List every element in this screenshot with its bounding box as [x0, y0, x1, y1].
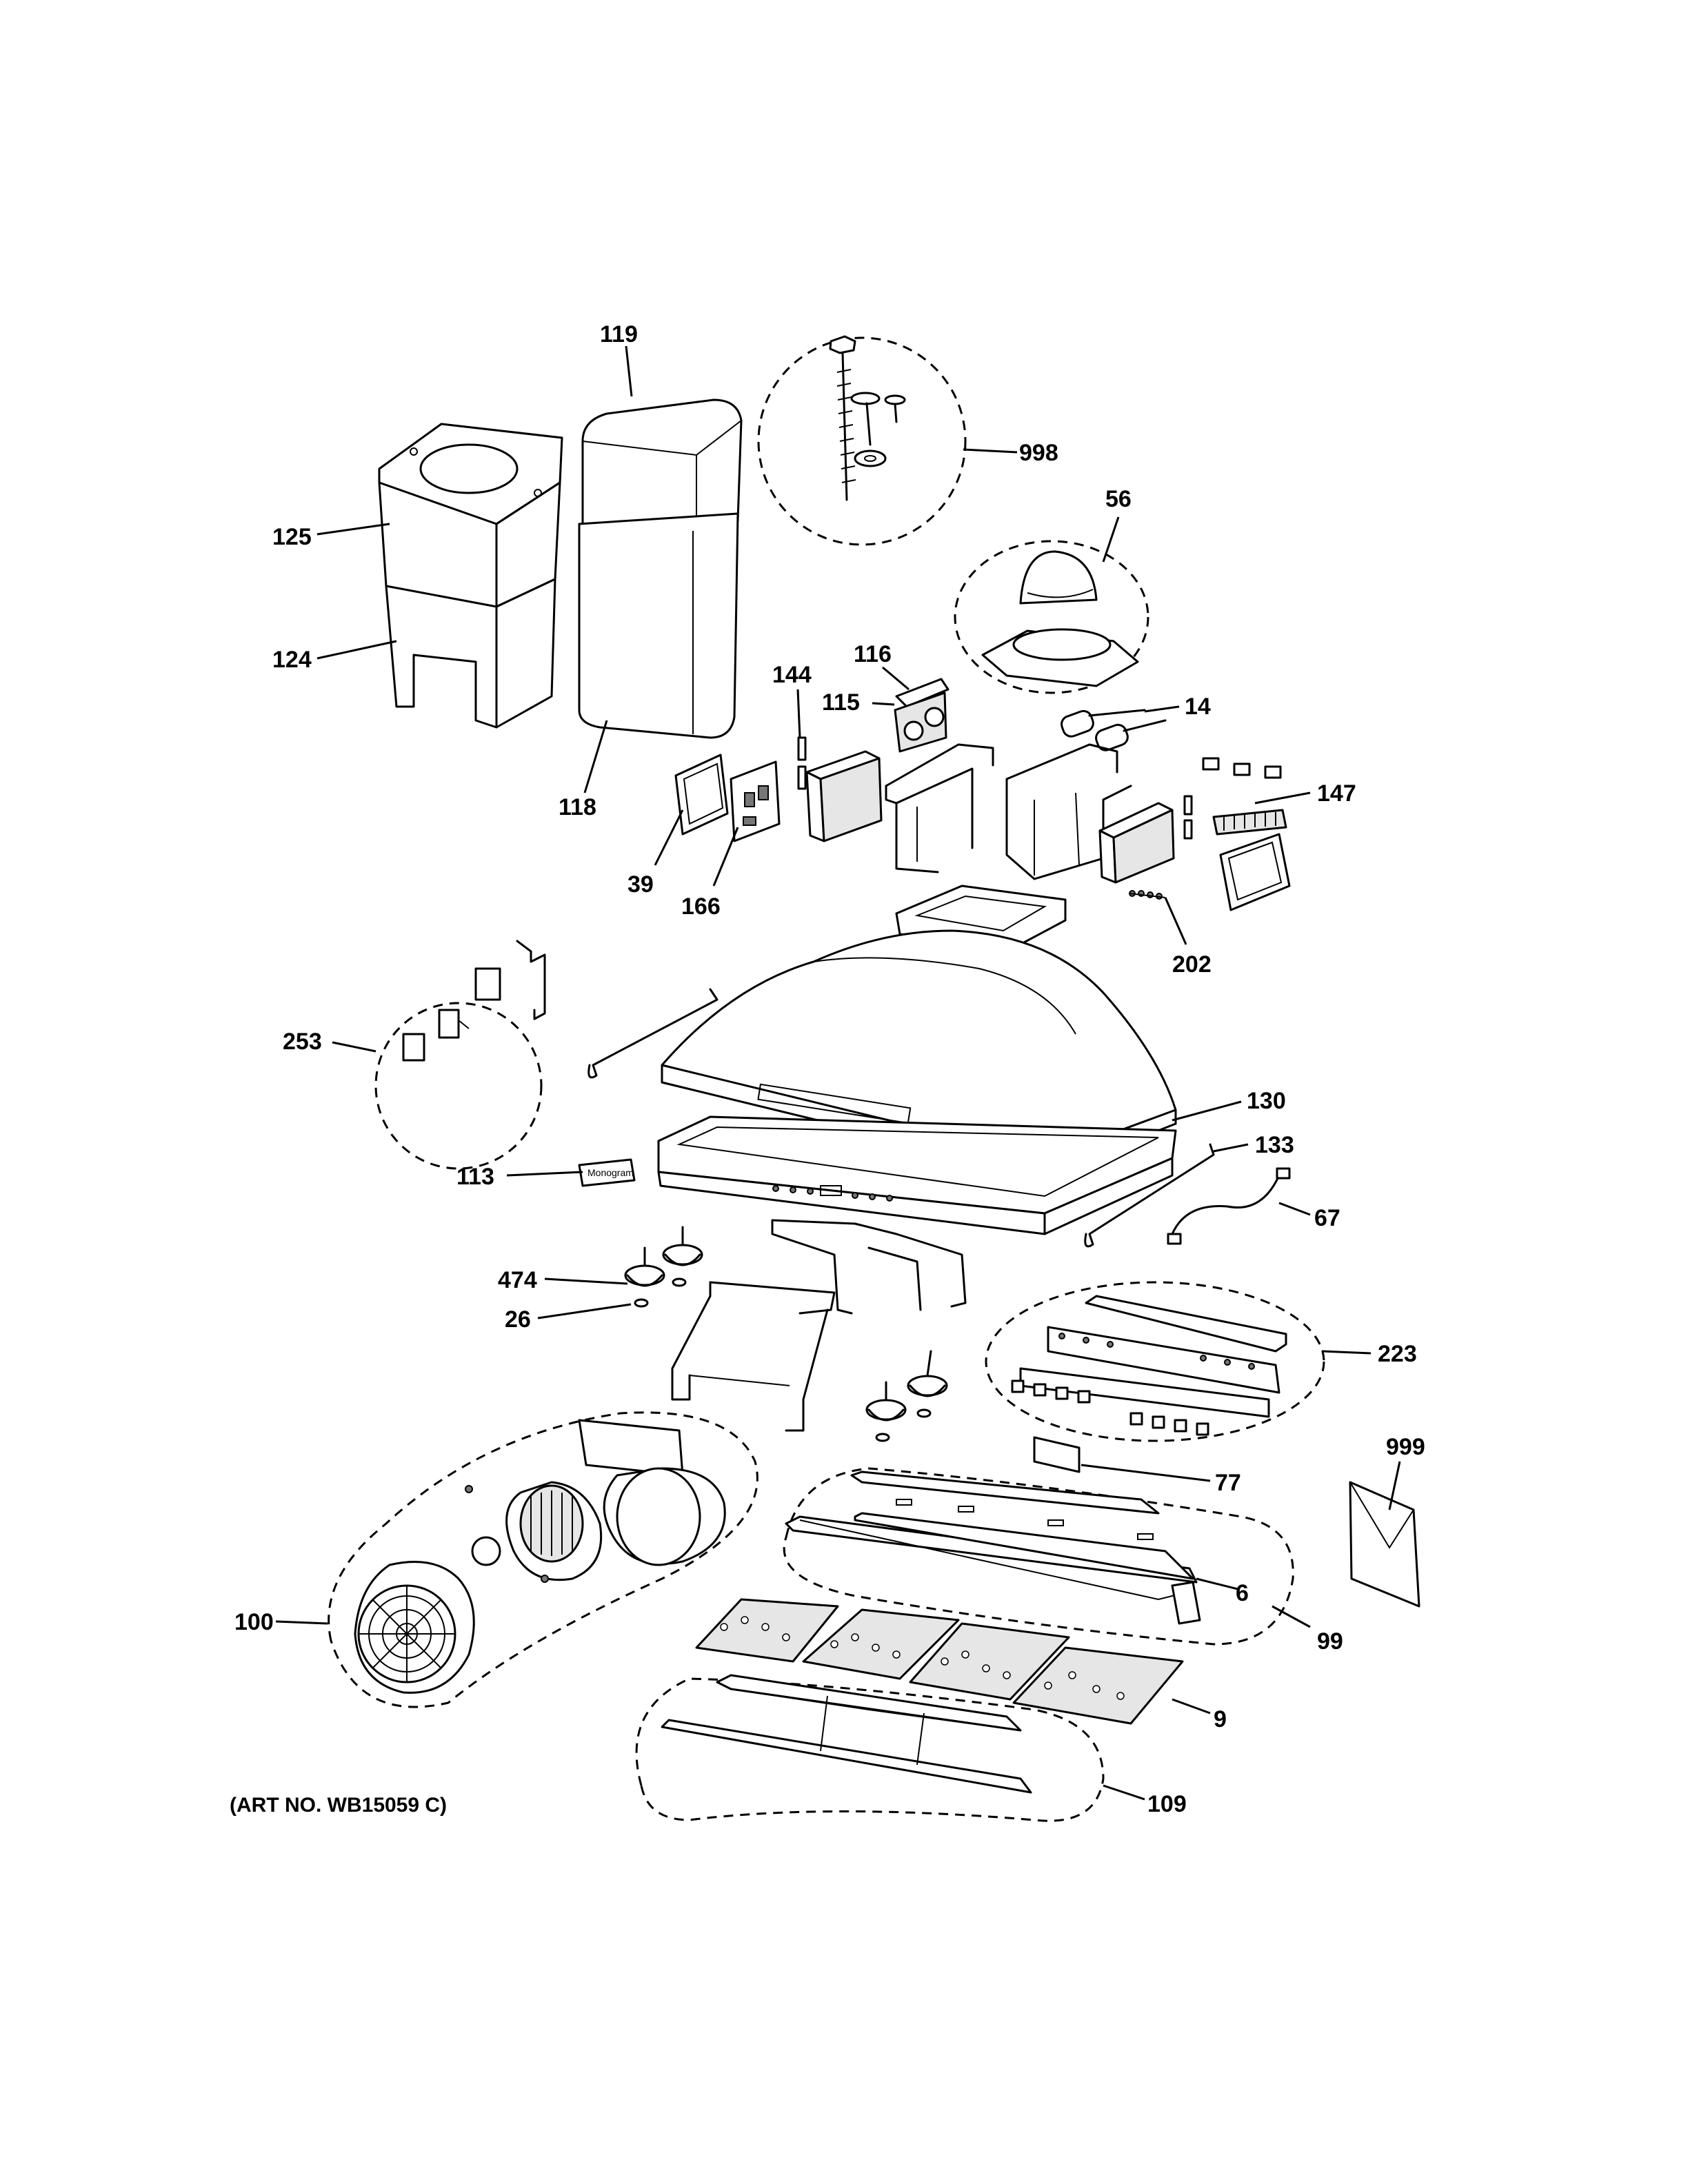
label-6: 6	[1236, 1580, 1249, 1606]
label-14: 14	[1185, 694, 1211, 720]
hardware-kit-group	[757, 335, 967, 546]
diffuser-group	[635, 1674, 1105, 1822]
label-67: 67	[1314, 1205, 1340, 1231]
label-119: 119	[600, 321, 638, 347]
switch-kit-group	[374, 940, 546, 1170]
mount-bracket-right	[1005, 743, 1132, 880]
fuse-strips	[797, 736, 807, 790]
label-116: 116	[854, 641, 892, 667]
label-56: 56	[1105, 486, 1132, 512]
blower-bracket-upper	[771, 1219, 967, 1315]
label-115: 115	[822, 689, 860, 716]
chimney-cover-upper	[581, 398, 743, 525]
monogram-badge: Monogram	[578, 1158, 636, 1187]
duct-frame-lower	[385, 578, 556, 729]
label-223: 223	[1378, 1341, 1417, 1367]
blower-bracket-lower	[671, 1281, 836, 1432]
label-474: 474	[498, 1267, 537, 1293]
filter-frame-group	[783, 1467, 1294, 1646]
label-147: 147	[1317, 780, 1356, 807]
label-118: 118	[559, 794, 596, 820]
mesh-filters	[695, 1598, 1184, 1725]
label-125: 125	[272, 524, 312, 550]
hood-rim	[657, 1115, 1177, 1235]
housing-right	[1098, 802, 1175, 884]
duct-frame-upper	[378, 423, 563, 608]
relay-plate	[1219, 833, 1291, 911]
light-bar-group	[985, 1281, 1325, 1442]
relay-clips	[1183, 757, 1282, 840]
label-133: 133	[1255, 1132, 1294, 1158]
blower-assembly-group	[328, 1411, 758, 1708]
housing-left	[805, 750, 883, 842]
label-124: 124	[272, 647, 312, 673]
lamp-socket-right	[865, 1350, 948, 1442]
control-panel-plate	[674, 754, 729, 836]
control-board	[730, 760, 781, 842]
part-labels: 119 998 56 125 124 116 115 144 14 147 11…	[234, 321, 1425, 1817]
label-26: 26	[505, 1306, 531, 1333]
terminal-box	[894, 678, 950, 753]
wire-harness	[1167, 1167, 1291, 1245]
label-99: 99	[1317, 1628, 1343, 1655]
side-rail-left	[587, 988, 719, 1079]
label-144: 144	[772, 662, 812, 688]
side-rail-right	[1084, 1143, 1215, 1248]
label-100: 100	[234, 1609, 274, 1635]
light-dome-group	[954, 540, 1149, 694]
lamp-socket-left	[624, 1226, 703, 1308]
label-166: 166	[681, 893, 721, 920]
literature-envelope	[1349, 1481, 1420, 1608]
mount-bracket-left	[885, 743, 994, 873]
art-number: (ART NO. WB15059 C)	[230, 1794, 447, 1817]
chimney-cover-lower	[578, 512, 739, 739]
label-202: 202	[1172, 951, 1212, 978]
label-130: 130	[1247, 1088, 1286, 1114]
capacitors	[1061, 709, 1167, 751]
cover-plate	[1033, 1436, 1081, 1473]
badge-text: Monogram	[587, 1167, 634, 1178]
label-77: 77	[1215, 1470, 1241, 1496]
label-9: 9	[1214, 1706, 1227, 1732]
label-39: 39	[627, 871, 654, 898]
leader-lines	[275, 345, 1401, 1801]
terminal-block	[1212, 809, 1287, 836]
wire-clips	[1129, 890, 1166, 900]
label-113: 113	[456, 1164, 494, 1190]
label-109: 109	[1147, 1791, 1187, 1817]
label-999: 999	[1386, 1434, 1425, 1460]
label-253: 253	[283, 1029, 322, 1055]
label-998: 998	[1019, 440, 1058, 466]
